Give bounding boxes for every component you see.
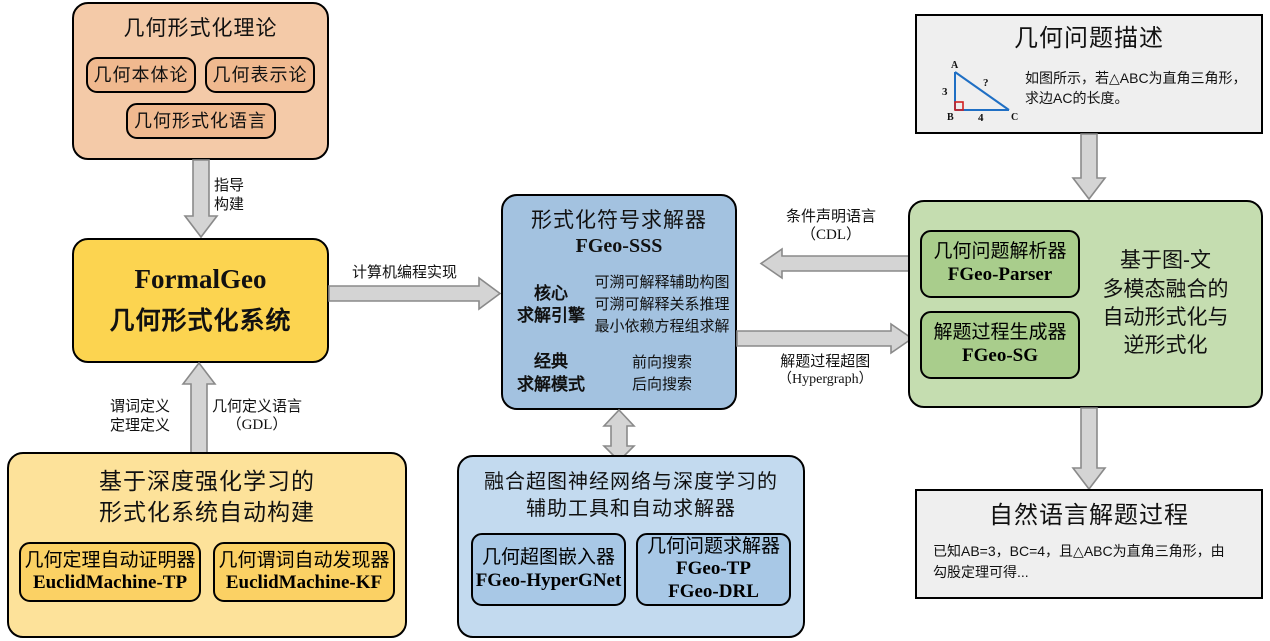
neural-title-line1: 融合超图神经网络与深度学习的: [484, 471, 778, 493]
parser-chip-fgeo-parser[interactable]: 几何问题解析器 FGeo-Parser: [920, 229, 1080, 298]
problem-body-line2: 求边AC的长度。: [1025, 90, 1129, 107]
autobuild-chip-tp-en: EuclidMachine-TP: [32, 572, 188, 594]
svg-text:B: B: [947, 112, 954, 123]
theory-box-title: 几何形式化理论: [123, 17, 278, 40]
theory-box: 几何形式化理论 几何本体论 几何表示论 几何形式化语言: [72, 2, 329, 160]
arrow-label-gdl-l2: （GDL）: [226, 417, 288, 434]
arrow-label-predicate-l2: 定理定义: [110, 417, 171, 435]
theory-chip-representation[interactable]: 几何表示论: [205, 57, 315, 94]
parser-chip-fgeo-sg-cn: 解题过程生成器: [933, 322, 1067, 344]
svg-text:A: A: [951, 60, 959, 71]
solver-title-cn: 形式化符号求解器: [531, 209, 707, 232]
problem-body-line1: 如图所示，若△ABC为直角三角形，: [1025, 69, 1247, 86]
arrow-label-cdl-l2: （CDL）: [801, 227, 862, 244]
solver-classic-item-1: 后向搜索: [631, 375, 692, 393]
arrow-label-hypergraph-l2: （Hypergraph）: [778, 372, 873, 388]
parser-chip-fgeo-parser-en: FGeo-Parser: [947, 263, 1053, 285]
autobuild-title-line1: 基于深度强化学习的: [99, 468, 315, 494]
theory-chip-ontology-label: 几何本体论: [93, 64, 189, 85]
neural-chip-solver-cn: 几何问题求解器: [646, 535, 780, 557]
arrow-label-hypergraph: 解题过程超图 （Hypergraph）: [778, 352, 873, 389]
solver-core-item-1: 可溯可解释关系推理: [594, 295, 730, 313]
solver-classic-label-l1: 经典: [534, 352, 568, 372]
arrow-solver-to-parser-hypergraph: [736, 322, 914, 355]
solver-title-en: FGeo-SSS: [575, 235, 663, 258]
answer-body-line1: 已知AB=3，BC=4，且△ABC为直角三角形，由: [933, 542, 1225, 559]
solver-classic-item-0: 前向搜索: [631, 353, 692, 371]
parser-side-text-0: 基于图-文: [1120, 249, 1211, 273]
neural-chip-solver-en-0: FGeo-TP: [676, 558, 751, 580]
svg-text:C: C: [1011, 112, 1018, 123]
solver-box: 形式化符号求解器 FGeo-SSS 核心 求解引擎 可溯可解释辅助构图 可溯可解…: [501, 194, 737, 410]
arrow-label-program: 计算机编程实现: [352, 264, 458, 281]
formalgeo-box: FormalGeo 几何形式化系统: [72, 238, 329, 363]
arrow-theory-to-formalgeo: [183, 159, 219, 239]
svg-text:4: 4: [978, 112, 984, 124]
theory-chip-language-label: 几何形式化语言: [134, 110, 267, 131]
autobuild-title-line2: 形式化系统自动构建: [99, 498, 315, 525]
neural-chip-hypergnet-cn: 几何超图嵌入器: [481, 547, 615, 569]
solver-core-item-2: 最小依赖方程组求解: [594, 317, 730, 335]
answer-box-title: 自然语言解题过程: [989, 502, 1189, 529]
arrow-label-guide-l2: 构建: [214, 196, 245, 214]
svg-text:?: ?: [983, 77, 989, 89]
arrow-label-predicate-l1: 谓词定义: [110, 398, 171, 415]
arrow-label-guide-l1: 指导: [214, 177, 245, 194]
answer-body-line2: 勾股定理可得...: [933, 563, 1029, 580]
neural-chip-solver-en-1: FGeo-DRL: [668, 580, 759, 602]
neural-chip-hypergnet-en-0: FGeo-HyperGNet: [475, 569, 622, 591]
parser-side-text-1: 多模态融合的: [1102, 277, 1229, 301]
parser-chip-fgeo-sg[interactable]: 解题过程生成器 FGeo-SG: [920, 310, 1080, 379]
theory-chip-ontology[interactable]: 几何本体论: [86, 57, 196, 94]
formalgeo-name-en: FormalGeo: [134, 264, 267, 294]
arrow-label-guide: 指导 构建: [214, 176, 244, 214]
parser-box: 几何问题解析器 FGeo-Parser 解题过程生成器 FGeo-SG 基于图-…: [908, 200, 1263, 408]
triangle-figure: A B C 3 4 ?: [929, 58, 1025, 129]
autobuild-chip-kf[interactable]: 几何谓词自动发现器 EuclidMachine-KF: [213, 542, 395, 603]
formalgeo-name-cn: 几何形式化系统: [109, 307, 292, 335]
neural-box: 融合超图神经网络与深度学习的 辅助工具和自动求解器 几何超图嵌入器 FGeo-H…: [457, 455, 805, 638]
autobuild-chip-tp-cn: 几何定理自动证明器: [24, 549, 196, 571]
arrow-autobuild-to-formalgeo: [181, 361, 217, 455]
arrow-parser-to-answer: [1071, 407, 1107, 491]
arrow-label-gdl-l1: 几何定义语言: [212, 398, 303, 415]
neural-chip-hypergnet[interactable]: 几何超图嵌入器 FGeo-HyperGNet: [471, 533, 626, 606]
problem-box: 几何问题描述 A B C 3 4 ? 如图所示，若△ABC为直角三角形，: [915, 14, 1263, 134]
arrow-label-cdl: 条件声明语言 （CDL）: [786, 207, 876, 245]
theory-chip-language[interactable]: 几何形式化语言: [125, 103, 276, 140]
solver-core-item-0: 可溯可解释辅助构图: [594, 274, 730, 292]
neural-title-line2: 辅助工具和自动求解器: [526, 498, 736, 520]
parser-chip-fgeo-parser-cn: 几何问题解析器: [933, 241, 1067, 263]
autobuild-chip-tp[interactable]: 几何定理自动证明器 EuclidMachine-TP: [19, 542, 201, 603]
arrow-problem-to-parser: [1071, 133, 1107, 201]
arrow-label-predicate: 谓词定义 定理定义: [110, 397, 170, 435]
autobuild-chip-kf-en: EuclidMachine-KF: [225, 572, 383, 594]
arrow-label-hypergraph-l1: 解题过程超图: [780, 353, 871, 370]
arrow-formalgeo-to-solver: [328, 276, 502, 311]
parser-side-text-3: 逆形式化: [1123, 334, 1208, 358]
problem-box-title: 几何问题描述: [1014, 25, 1164, 52]
arrow-parser-to-solver-cdl: [759, 247, 914, 280]
theory-chip-representation-label: 几何表示论: [212, 64, 308, 85]
neural-chip-solver[interactable]: 几何问题求解器 FGeo-TP FGeo-DRL: [636, 533, 791, 606]
solver-classic-label-l2: 求解模式: [517, 374, 585, 394]
arrow-label-gdl: 几何定义语言 （GDL）: [212, 397, 302, 435]
arrow-label-cdl-l1: 条件声明语言: [786, 208, 877, 225]
parser-side-text-2: 自动形式化与: [1102, 306, 1229, 329]
parser-chip-fgeo-sg-en: FGeo-SG: [962, 344, 1038, 366]
answer-box: 自然语言解题过程 已知AB=3，BC=4，且△ABC为直角三角形，由 勾股定理可…: [915, 489, 1263, 599]
svg-text:3: 3: [942, 86, 948, 98]
autobuild-box: 基于深度强化学习的 形式化系统自动构建 几何定理自动证明器 EuclidMach…: [7, 452, 407, 638]
autobuild-chip-kf-cn: 几何谓词自动发现器: [218, 549, 390, 571]
solver-core-label-l2: 求解引擎: [517, 305, 585, 325]
solver-core-label-l1: 核心: [534, 283, 568, 303]
